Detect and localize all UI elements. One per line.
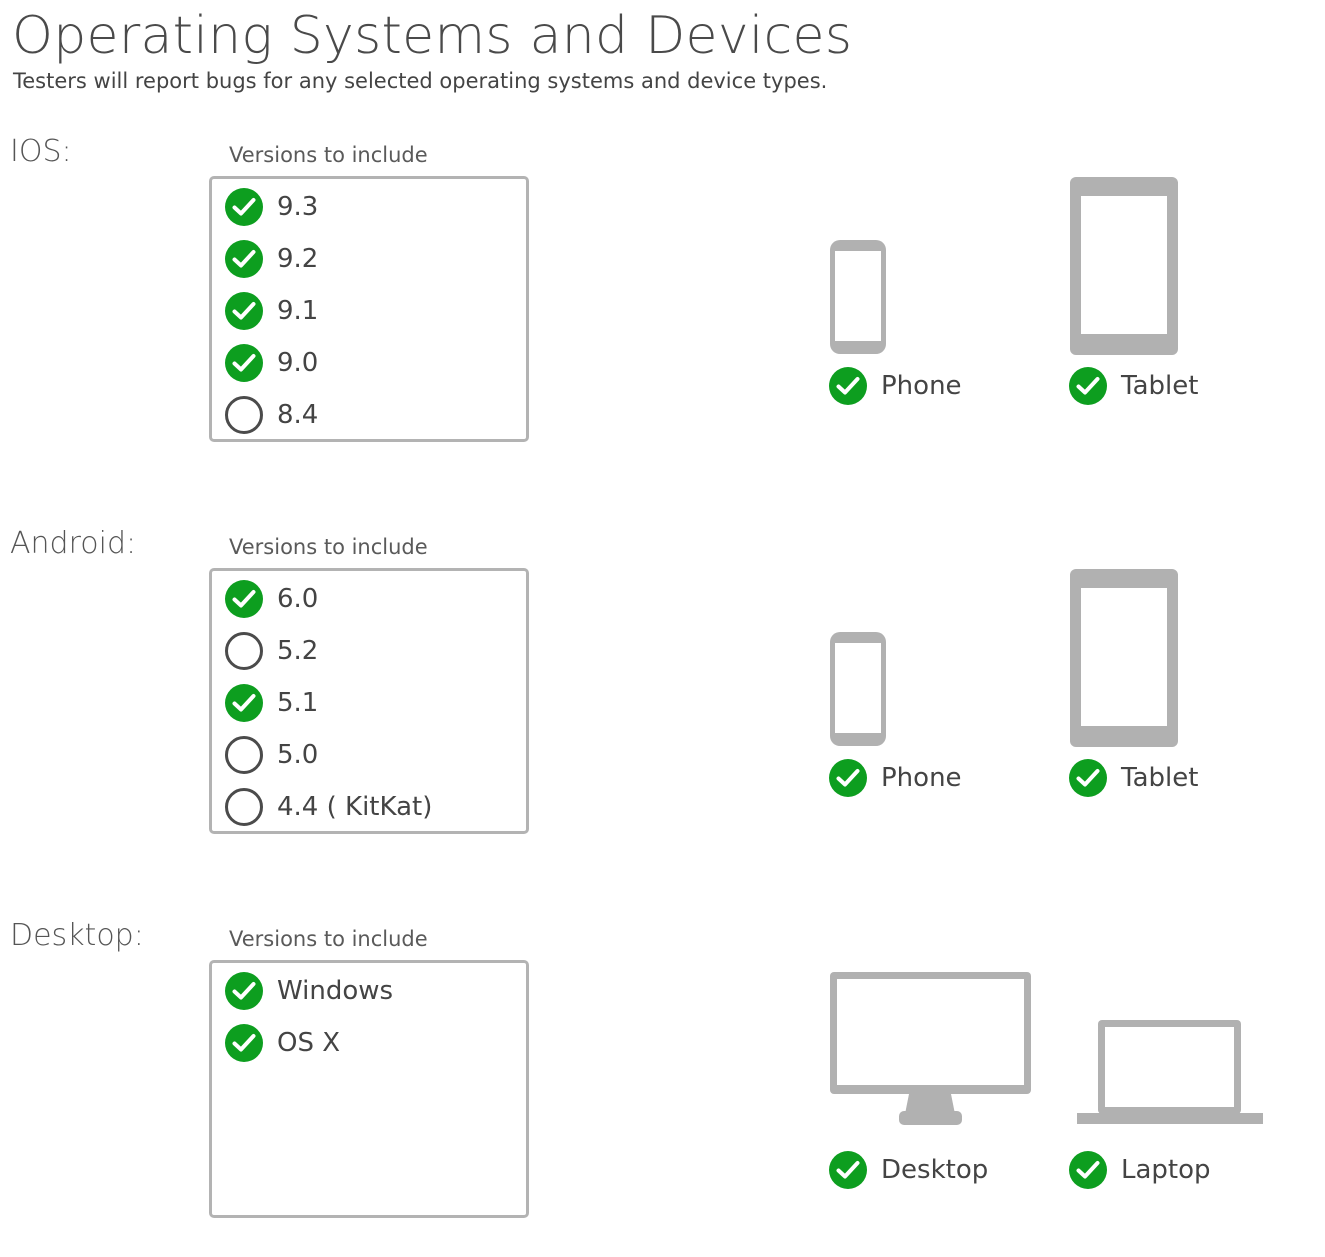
version-label: 9.1 <box>277 296 319 326</box>
device-label: Phone <box>881 371 962 401</box>
versions-caption-ios: Versions to include <box>229 143 428 167</box>
checkmark-icon[interactable] <box>829 367 867 405</box>
checkmark-icon[interactable] <box>225 580 263 618</box>
checkmark-icon[interactable] <box>829 1151 867 1189</box>
device-option-laptop[interactable]: Laptop <box>1069 1151 1211 1189</box>
version-label: 6.0 <box>277 584 319 614</box>
tablet-icon <box>1070 569 1178 747</box>
device-label: Phone <box>881 763 962 793</box>
device-label: Desktop <box>881 1155 989 1185</box>
checkmark-icon[interactable] <box>1069 759 1107 797</box>
version-option-android-5-1[interactable]: 5.1 <box>225 683 318 723</box>
monitor-icon <box>830 972 1031 1125</box>
device-option-desktop[interactable]: Desktop <box>829 1151 988 1189</box>
checkmark-icon[interactable] <box>829 759 867 797</box>
empty-circle-icon[interactable] <box>225 736 263 774</box>
device-option-android-phone[interactable]: Phone <box>829 759 962 797</box>
checkmark-icon[interactable] <box>225 972 263 1010</box>
version-option-ios-8-4[interactable]: 8.4 <box>225 395 318 435</box>
checkmark-icon[interactable] <box>225 344 263 382</box>
empty-circle-icon[interactable] <box>225 632 263 670</box>
version-label: Windows <box>277 976 394 1006</box>
section-label-desktop: Desktop: <box>10 918 144 953</box>
version-list-ios: 9.3 9.2 9.1 9.0 8.4 <box>209 176 529 442</box>
version-label: 9.3 <box>277 192 319 222</box>
checkmark-icon[interactable] <box>225 1024 263 1062</box>
device-label: Tablet <box>1121 371 1199 401</box>
checkmark-icon[interactable] <box>225 684 263 722</box>
checkmark-icon[interactable] <box>225 292 263 330</box>
phone-icon <box>830 632 886 746</box>
version-option-android-4-4[interactable]: 4.4 ( KitKat) <box>225 787 432 827</box>
page-subtitle: Testers will report bugs for any selecte… <box>13 69 828 93</box>
version-option-ios-9-2[interactable]: 9.2 <box>225 239 318 279</box>
version-option-android-5-0[interactable]: 5.0 <box>225 735 318 775</box>
laptop-icon <box>1077 1020 1263 1124</box>
version-option-osx[interactable]: OS X <box>225 1023 340 1063</box>
version-option-ios-9-1[interactable]: 9.1 <box>225 291 318 331</box>
empty-circle-icon[interactable] <box>225 788 263 826</box>
version-label: 4.4 ( KitKat) <box>277 792 433 822</box>
page-title: Operating Systems and Devices <box>12 6 853 66</box>
version-label: 5.1 <box>277 688 319 718</box>
checkmark-icon[interactable] <box>1069 367 1107 405</box>
device-label: Tablet <box>1121 763 1199 793</box>
device-label: Laptop <box>1121 1155 1211 1185</box>
version-label: 5.0 <box>277 740 319 770</box>
version-list-android: 6.0 5.2 5.1 5.0 4.4 ( KitKat) <box>209 568 529 834</box>
version-label: 8.4 <box>277 400 319 430</box>
version-option-ios-9-0[interactable]: 9.0 <box>225 343 318 383</box>
section-label-android: Android: <box>10 526 137 561</box>
version-list-desktop: Windows OS X <box>209 960 529 1218</box>
versions-caption-desktop: Versions to include <box>229 927 428 951</box>
empty-circle-icon[interactable] <box>225 396 263 434</box>
checkmark-icon[interactable] <box>225 188 263 226</box>
version-option-android-6-0[interactable]: 6.0 <box>225 579 318 619</box>
phone-icon <box>830 240 886 354</box>
versions-caption-android: Versions to include <box>229 535 428 559</box>
device-option-ios-tablet[interactable]: Tablet <box>1069 367 1198 405</box>
version-option-android-5-2[interactable]: 5.2 <box>225 631 318 671</box>
version-label: 9.0 <box>277 348 319 378</box>
version-option-ios-9-3[interactable]: 9.3 <box>225 187 318 227</box>
version-label: OS X <box>277 1028 341 1058</box>
version-label: 5.2 <box>277 636 319 666</box>
device-option-android-tablet[interactable]: Tablet <box>1069 759 1198 797</box>
checkmark-icon[interactable] <box>225 240 263 278</box>
checkmark-icon[interactable] <box>1069 1151 1107 1189</box>
version-option-windows[interactable]: Windows <box>225 971 393 1011</box>
version-label: 9.2 <box>277 244 319 274</box>
tablet-icon <box>1070 177 1178 355</box>
section-label-ios: IOS: <box>10 134 72 169</box>
device-option-ios-phone[interactable]: Phone <box>829 367 962 405</box>
